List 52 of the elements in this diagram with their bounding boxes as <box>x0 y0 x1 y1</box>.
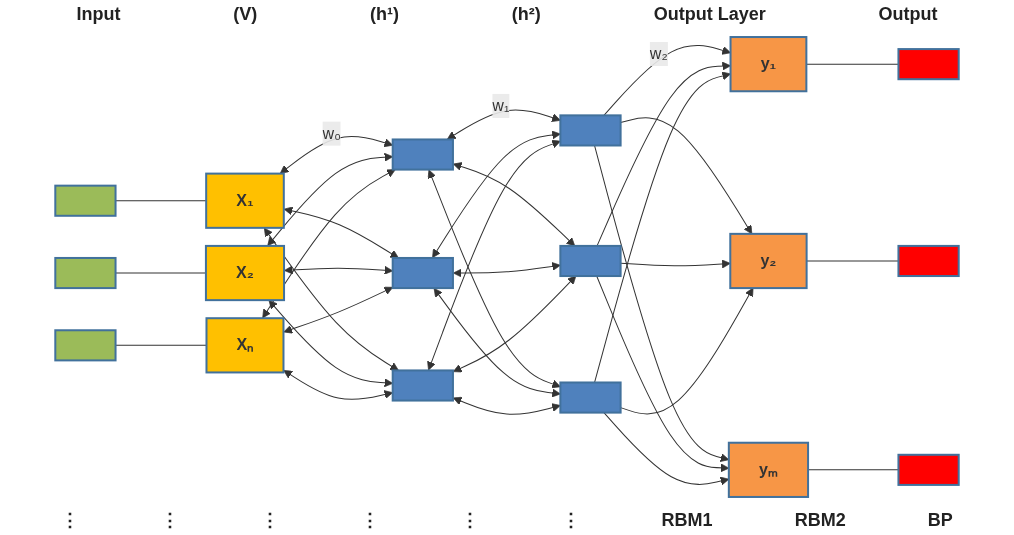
node-box <box>391 256 454 290</box>
node-box <box>897 48 960 81</box>
arrow <box>283 206 399 259</box>
ellipsis-mark: ⋮ <box>261 509 280 531</box>
arrow <box>603 45 731 116</box>
node-box: y₂ <box>729 232 808 290</box>
arrow <box>427 139 561 371</box>
node-box: X₂ <box>204 244 286 302</box>
node-box: X₁ <box>205 172 285 229</box>
layer-heading: Input <box>76 4 121 25</box>
arrow <box>263 227 399 371</box>
layer-heading: (h¹) <box>370 4 400 25</box>
node-box: y₁ <box>729 36 808 93</box>
ellipsis-mark: ⋮ <box>161 509 180 531</box>
node-box: yₘ <box>727 441 810 498</box>
node-box <box>559 381 622 414</box>
group-label: RBM2 <box>794 509 846 531</box>
edge-label: w₂ <box>649 44 668 62</box>
arrow <box>427 169 561 389</box>
arrow <box>452 396 561 415</box>
arrow <box>432 130 561 258</box>
arrow <box>262 169 396 319</box>
ellipsis-mark: ⋮ <box>461 509 480 531</box>
ellipsis-mark: ⋮ <box>61 509 80 531</box>
node-box <box>559 114 622 147</box>
edge-label: w₀ <box>322 124 341 142</box>
arrow <box>452 262 561 278</box>
node-box: Xₙ <box>205 317 285 374</box>
arrow <box>433 288 561 398</box>
layer-heading: (h²) <box>511 4 541 25</box>
node-box <box>391 369 454 402</box>
node-box <box>897 244 960 278</box>
node-box <box>54 184 117 217</box>
node-box <box>54 329 117 362</box>
edge-label: w₁ <box>492 96 510 114</box>
layer-heading: (V) <box>233 4 258 25</box>
arrow <box>594 145 730 462</box>
node-box <box>559 244 622 278</box>
group-label: RBM1 <box>661 509 713 531</box>
arrow <box>594 71 731 383</box>
arrow <box>283 286 394 334</box>
group-label: BP <box>927 509 953 531</box>
arrow <box>620 259 731 269</box>
node-box <box>391 138 454 171</box>
layer-heading: Output <box>878 4 938 25</box>
node-box <box>897 453 960 486</box>
node-box <box>54 256 117 290</box>
ellipsis-mark: ⋮ <box>361 509 380 531</box>
connector <box>115 344 207 346</box>
connector <box>115 200 207 202</box>
ellipsis-mark: ⋮ <box>561 509 580 531</box>
layer-heading: Output Layer <box>653 4 766 25</box>
